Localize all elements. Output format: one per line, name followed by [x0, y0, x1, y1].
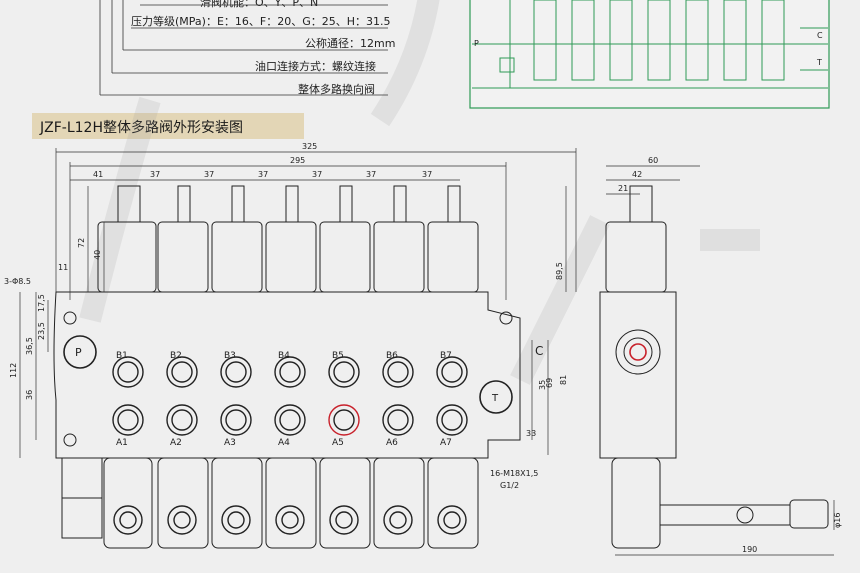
spec-pressure: 压力等级(MPa)：E：16、F：20、G：25、H：31.5 — [131, 15, 391, 28]
dim-thread: 16-M18X1,5 — [490, 469, 538, 478]
spool-stems — [117, 185, 461, 223]
port-label-a2: A2 — [170, 438, 182, 448]
lower-caps — [61, 457, 479, 549]
spec-spool-function: 滑阀机能：O、Y、P、N — [200, 0, 319, 9]
dim-pitch-4: 37 — [312, 170, 322, 179]
dim-112: 112 — [9, 363, 18, 378]
schematic-port-t: T — [816, 58, 822, 67]
dim-35: 35 — [538, 380, 547, 390]
side-dimension-text: 60 42 21 φ16 190 — [618, 156, 842, 554]
spec-bore: 公称通径：12mm — [305, 37, 396, 50]
spec-leader-lines — [99, 0, 388, 96]
port-label-b2: B2 — [170, 351, 182, 361]
front-dimension-text: 325 295 41 37 37 37 37 37 37 72 40 11 3-… — [4, 142, 568, 490]
port-label-a7: A7 — [440, 438, 452, 448]
dim-23-5: 23,5 — [37, 322, 46, 340]
port-label-a5: A5 — [332, 438, 344, 448]
port-label-p: P — [75, 346, 82, 359]
port-label-b3: B3 — [224, 351, 236, 361]
port-label-a6: A6 — [386, 438, 398, 448]
dim-overall-width: 325 — [302, 142, 317, 151]
port-labels: B1 B2 B3 B4 B5 B6 B7 A1 A2 A3 A4 A5 A6 A… — [75, 344, 543, 448]
schematic-port-p: P — [474, 39, 479, 48]
dim-side-21: 21 — [618, 184, 628, 193]
lower-fittings — [113, 505, 467, 535]
dim-side-16: φ16 — [833, 513, 842, 528]
spec-valve-type: 整体多路换向阀 — [298, 83, 375, 96]
port-label-c: C — [535, 344, 543, 358]
port-label-b7: B7 — [440, 351, 452, 361]
hydraulic-schematic: P C T — [469, 0, 830, 109]
dim-33: 33 — [526, 429, 536, 438]
dim-pitch-2: 37 — [204, 170, 214, 179]
dim-pitch-6: 37 — [422, 170, 432, 179]
port-label-t: T — [491, 393, 499, 404]
port-label-a3: A3 — [224, 438, 236, 448]
dim-body-width: 295 — [290, 156, 305, 165]
front-view — [53, 185, 521, 549]
side-view — [599, 185, 829, 549]
dim-side-60: 60 — [648, 156, 658, 165]
a-ports — [112, 404, 468, 436]
dim-side-190: 190 — [742, 545, 757, 554]
schematic-port-c: C — [817, 31, 823, 40]
port-label-b1: B1 — [116, 351, 128, 361]
dim-36-5: 36,5 — [25, 337, 34, 355]
dim-69: 69 — [545, 378, 554, 388]
front-dimension-lines — [19, 148, 577, 458]
port-label-a1: A1 — [116, 438, 128, 448]
spool-caps — [97, 221, 479, 293]
dim-g12: G1/2 — [500, 481, 519, 490]
dim-offset-11: 11 — [58, 263, 68, 272]
dim-89-5: 89,5 — [555, 262, 564, 280]
dim-side-42: 42 — [632, 170, 642, 179]
dim-pitch-5: 37 — [366, 170, 376, 179]
port-label-b6: B6 — [386, 351, 398, 361]
dim-pitch-1: 37 — [150, 170, 160, 179]
dim-height-40: 40 — [93, 250, 102, 260]
drawing-title: JZF-L12H整体多路阀外形安装图 — [40, 120, 243, 136]
dim-17-5: 17,5 — [37, 294, 46, 312]
dim-first-spool: 41 — [93, 170, 103, 179]
port-label-a4: A4 — [278, 438, 290, 448]
dim-pitch-3: 37 — [258, 170, 268, 179]
port-label-b5: B5 — [332, 351, 344, 361]
side-dimension-lines — [606, 165, 835, 556]
spec-connection: 油口连接方式：螺纹连接 — [255, 60, 376, 73]
dim-81: 81 — [559, 375, 568, 385]
dim-holes: 3-Φ8.5 — [4, 277, 31, 286]
title-banner: JZF-L12H整体多路阀外形安装图 — [32, 113, 304, 139]
dim-36: 36 — [25, 390, 34, 400]
dim-height-72: 72 — [77, 238, 86, 248]
port-label-b4: B4 — [278, 351, 290, 361]
b-ports — [112, 356, 468, 388]
watermark-logo — [79, 0, 760, 385]
